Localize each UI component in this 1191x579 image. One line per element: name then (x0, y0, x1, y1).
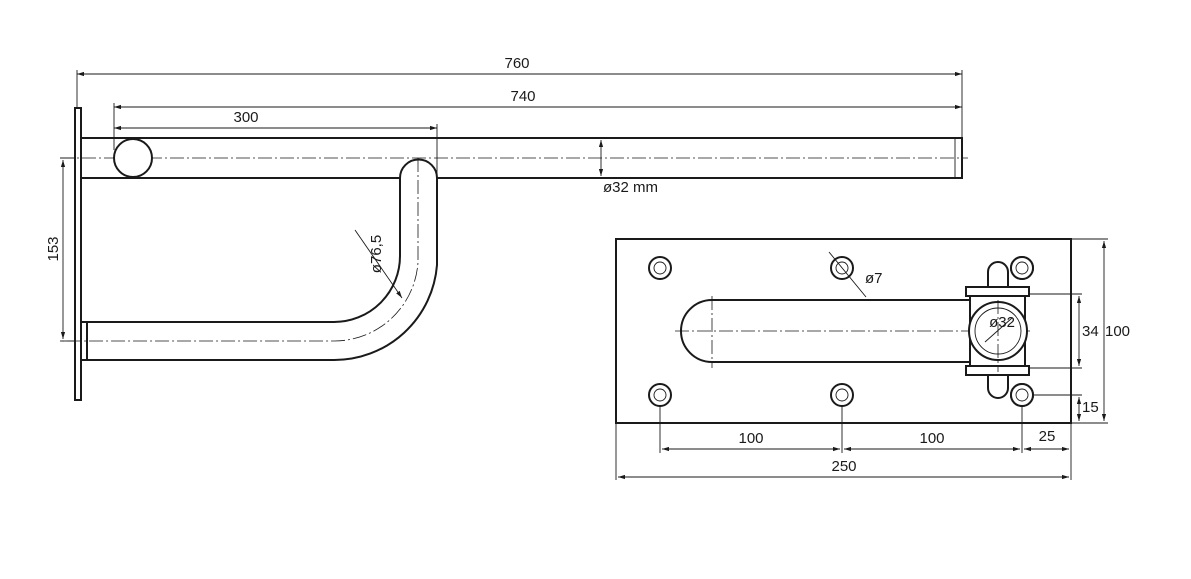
dim-overall-length: 760 (504, 55, 529, 72)
dim-hole-diameter: ø7 (865, 270, 883, 287)
dim-clamp-width: 34 (1082, 323, 1099, 340)
mounting-hole (648, 383, 672, 407)
dim-hook-offset: 300 (233, 109, 258, 126)
dim-hole-spacing-2: 100 (919, 430, 944, 447)
dim-hole-spacing-1: 100 (738, 430, 763, 447)
dim-vertical-offset: 153 (45, 236, 62, 261)
dim-arm-length: 740 (510, 88, 535, 105)
mounting-hole (830, 383, 854, 407)
main-arm (81, 137, 963, 179)
dim-plate-length: 250 (831, 458, 856, 475)
dim-edge-offset: 15 (1082, 399, 1099, 416)
j-hook (86, 158, 438, 362)
hook-centerline (60, 158, 419, 342)
dim-leader-hole (828, 251, 867, 298)
mounting-hole (648, 256, 672, 280)
side-view: 760 740 300 ø32 mm 153 ø76,5 (45, 55, 968, 401)
dim-bend-radius: ø76,5 (368, 235, 385, 273)
dim-hole-margin: 25 (1039, 428, 1056, 445)
tube-section-circle (113, 138, 153, 178)
dim-leader-bend (354, 229, 403, 299)
base-plate (615, 238, 1072, 424)
dim-tube-diameter: ø32 mm (603, 179, 658, 196)
wall-plate (74, 107, 82, 401)
dim-plate-height: 100 (1105, 323, 1130, 340)
mounting-hole (830, 256, 854, 280)
dim-clamp-diameter: ø32 (989, 314, 1015, 331)
tube-slot (680, 299, 993, 363)
plate-view: ø7 ø32 34 100 15 100 100 25 250 (615, 238, 1130, 480)
